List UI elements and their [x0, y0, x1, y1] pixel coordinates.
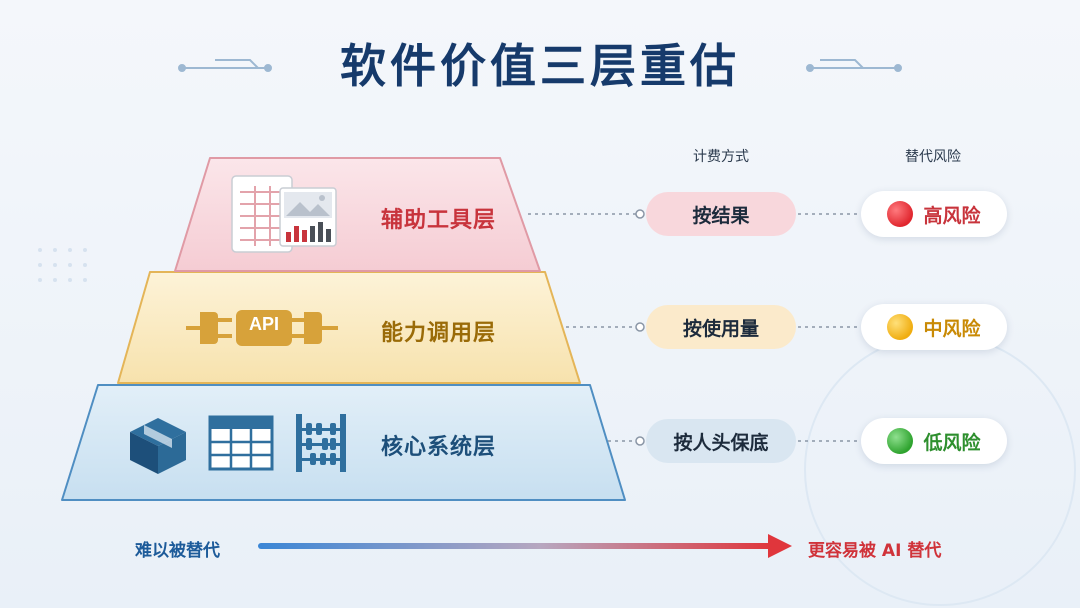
risk-badge-medium: 中风险	[861, 304, 1007, 350]
title-decoration-left	[178, 59, 272, 72]
risk-column-header: 替代风险	[905, 149, 961, 165]
billing-column-header: 计费方式	[693, 149, 749, 165]
background-arc	[804, 334, 1076, 606]
billing-pill-tools: 按结果	[646, 192, 796, 236]
substitution-axis-arrowhead	[768, 534, 792, 558]
plug-api-icon	[186, 310, 338, 346]
yellow-dot-icon	[887, 314, 914, 340]
layer-label-core: 核心系统层	[381, 435, 497, 460]
title-decoration-right	[806, 59, 902, 72]
risk-label-medium: 中风险	[923, 317, 981, 340]
axis-label-right: 更容易被 AI 替代	[808, 541, 942, 561]
box-icon	[130, 418, 186, 474]
substitution-axis-bar	[258, 543, 772, 549]
green-dot-icon	[887, 428, 914, 454]
axis-label-left: 难以被替代	[135, 541, 220, 561]
risk-badge-high: 高风险	[861, 191, 1007, 237]
api-label: API	[248, 314, 279, 334]
layer-label-capability: 能力调用层	[381, 321, 497, 346]
billing-pill-core: 按人头保底	[646, 419, 796, 463]
risk-label-high: 高风险	[923, 204, 981, 227]
layer-label-tools: 辅助工具层	[381, 208, 497, 233]
background-dot-grid	[38, 248, 87, 282]
page-title: 软件价值三层重估	[340, 39, 740, 93]
risk-label-low: 低风险	[923, 431, 981, 454]
table-icon	[208, 415, 274, 471]
billing-pill-capability: 按使用量	[646, 305, 796, 349]
abacus-icon	[296, 414, 346, 472]
red-dot-icon	[887, 201, 914, 227]
spreadsheet-chart-icon	[231, 175, 337, 253]
connectors	[528, 213, 860, 442]
connector-nodes	[635, 209, 645, 446]
risk-badge-low: 低风险	[861, 418, 1007, 464]
